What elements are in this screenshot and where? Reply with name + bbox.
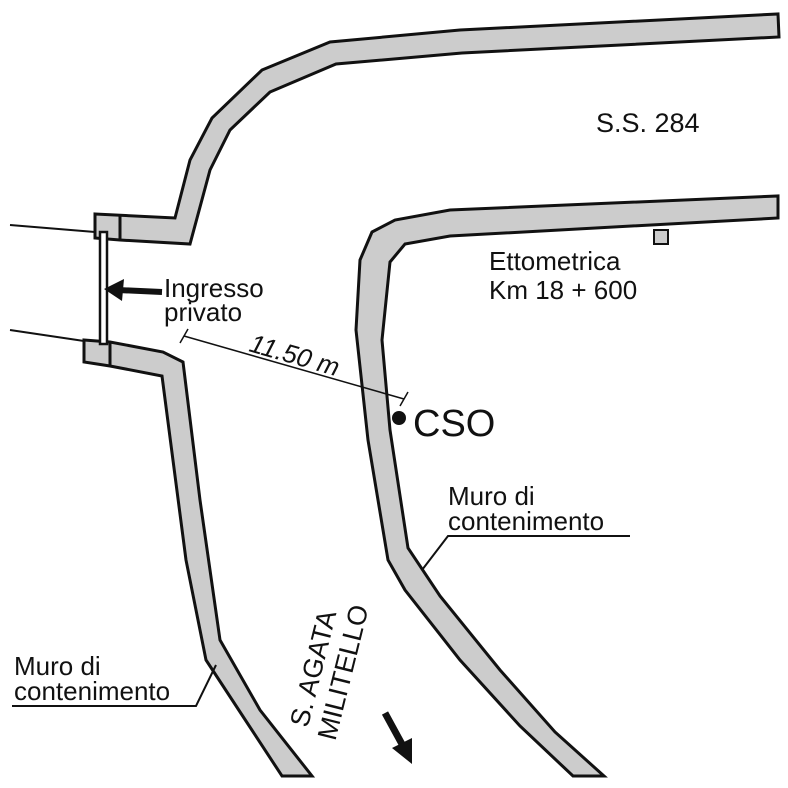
road-label: S.S. 284 <box>596 108 700 138</box>
ettometrica-marker <box>653 229 669 245</box>
entrance-arrow-head <box>104 279 124 301</box>
direction-arrow-head <box>392 738 412 764</box>
direction-label: S. AGATA MILITELLO <box>284 602 374 743</box>
ingresso-label-line1: Ingresso <box>164 273 264 303</box>
right-retaining-wall <box>354 194 780 778</box>
gate-bar <box>98 230 109 346</box>
muro-right-label-line1: Muro di <box>448 481 535 511</box>
distance-line <box>183 335 405 400</box>
distance-tick-left <box>179 328 189 344</box>
muro-left-label-line1: Muro di <box>14 651 101 681</box>
upper-retaining-wall <box>93 12 781 246</box>
access-road-edge-bottom <box>9 329 85 342</box>
muro-right-label-line2: contenimento <box>448 506 604 536</box>
muro-left-label-line2: contenimento <box>14 676 170 706</box>
distance-label: 11.50 m <box>246 328 343 382</box>
direction-arrow-shaft <box>381 711 407 748</box>
access-road-edge-top <box>9 224 96 233</box>
cso-point <box>392 411 406 425</box>
left-retaining-wall <box>82 338 316 778</box>
entrance-arrow-shaft <box>117 287 163 295</box>
ettometrica-label-line2: Km 18 + 600 <box>489 275 637 305</box>
muro-left-leader <box>12 664 217 707</box>
distance-tick-right <box>399 391 409 407</box>
muro-right-leader <box>421 535 630 571</box>
ettometrica-label-line1: Ettometrica <box>489 246 621 276</box>
cso-label: CSO <box>413 403 495 445</box>
ingresso-label-line2: privato <box>164 297 242 327</box>
